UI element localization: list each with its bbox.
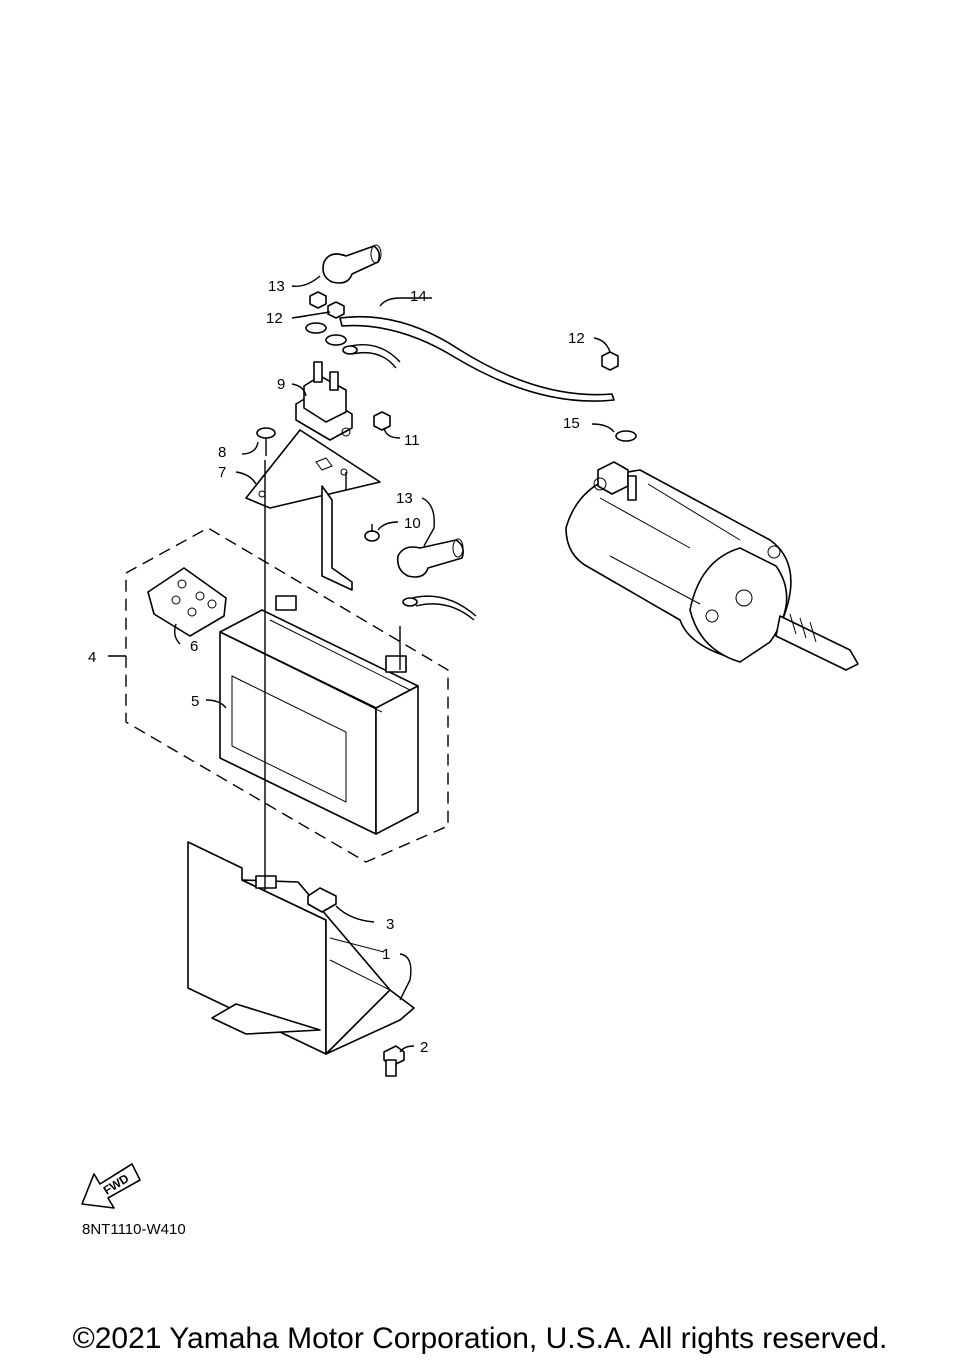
callout-4: 4 xyxy=(88,649,96,666)
cable-eyelet-lower xyxy=(402,597,418,607)
callouts: 1 2 3 4 5 6 7 8 9 10 11 12 12 13 13 14 1… xyxy=(88,278,585,1056)
terminal-boot-lower xyxy=(396,538,464,578)
screw-8 xyxy=(256,427,276,456)
terminal-boot-upper xyxy=(322,244,382,284)
bolt-bag xyxy=(147,567,227,637)
fwd-arrow-icon: FWD xyxy=(81,1163,141,1209)
callout-13-b: 13 xyxy=(396,490,413,507)
cable-upper-lead-2 xyxy=(351,351,397,369)
callout-3: 3 xyxy=(386,916,394,933)
callout-8: 8 xyxy=(218,444,226,461)
callout-2: 2 xyxy=(420,1039,428,1056)
nut-11 xyxy=(373,411,391,431)
starter-relay xyxy=(295,361,353,441)
washer-12-b xyxy=(325,334,347,346)
callout-12-b: 12 xyxy=(568,330,585,347)
copyright-notice: ©2021 Yamaha Motor Corporation, U.S.A. A… xyxy=(72,1322,888,1355)
starter-motor xyxy=(565,461,859,671)
callout-1: 1 xyxy=(382,946,390,963)
cable-lower-lead-2 xyxy=(415,603,475,621)
callout-6: 6 xyxy=(190,638,198,655)
battery-box xyxy=(187,841,415,1055)
nut-12-a xyxy=(309,291,327,309)
callout-5: 5 xyxy=(191,693,199,710)
starter-cable xyxy=(339,315,615,402)
callout-9: 9 xyxy=(277,376,285,393)
callout-10: 10 xyxy=(404,515,421,532)
battery-kit-dashed-outline xyxy=(125,527,449,863)
leader-lines xyxy=(108,275,615,1053)
bolt-2 xyxy=(383,1045,405,1077)
strap-clip xyxy=(307,887,337,913)
drawing-code: 8NT1110-W410 xyxy=(82,1221,186,1238)
nut-12-c xyxy=(601,351,619,371)
cable-lower-lead xyxy=(411,595,477,617)
battery xyxy=(219,595,419,835)
cable-eyelet-upper xyxy=(342,345,358,355)
nut-12-b xyxy=(327,301,345,319)
callout-12-a: 12 xyxy=(266,310,283,327)
screw-10 xyxy=(364,524,380,542)
callout-14: 14 xyxy=(410,288,427,305)
callout-7: 7 xyxy=(218,464,226,481)
callout-11: 11 xyxy=(404,432,420,449)
cable-upper-lead xyxy=(349,344,401,363)
callout-15: 15 xyxy=(563,415,580,432)
callout-13-a: 13 xyxy=(268,278,285,295)
washer-12-a xyxy=(305,322,327,334)
lock-washer-15 xyxy=(615,430,637,442)
